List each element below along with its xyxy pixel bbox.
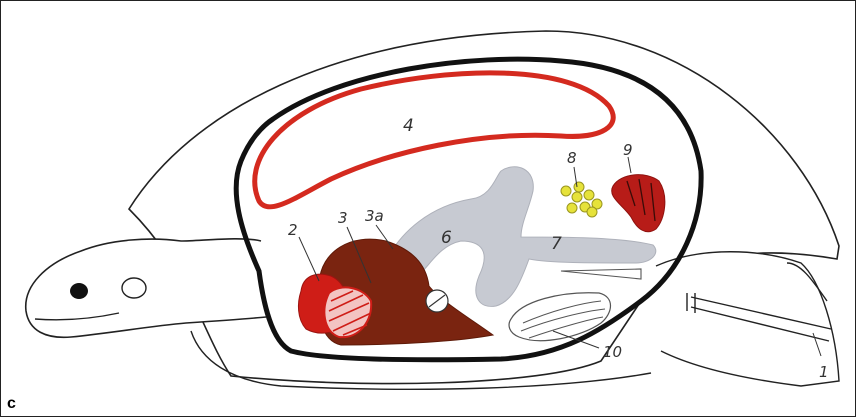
label-9: 9 [623, 141, 633, 159]
label-3: 3 [338, 209, 348, 227]
label-2: 2 [288, 221, 298, 239]
label-7: 7 [551, 234, 562, 254]
eye-icon [70, 283, 88, 299]
label-10: 10 [603, 343, 622, 361]
hind-leg-outline [656, 252, 839, 386]
label-1: 1 [819, 363, 829, 381]
label-4: 4 [403, 116, 414, 136]
panel-label: c [7, 395, 16, 413]
label-3a: 3a [365, 207, 384, 225]
label-6: 6 [441, 228, 452, 248]
label-8: 8 [567, 149, 577, 167]
